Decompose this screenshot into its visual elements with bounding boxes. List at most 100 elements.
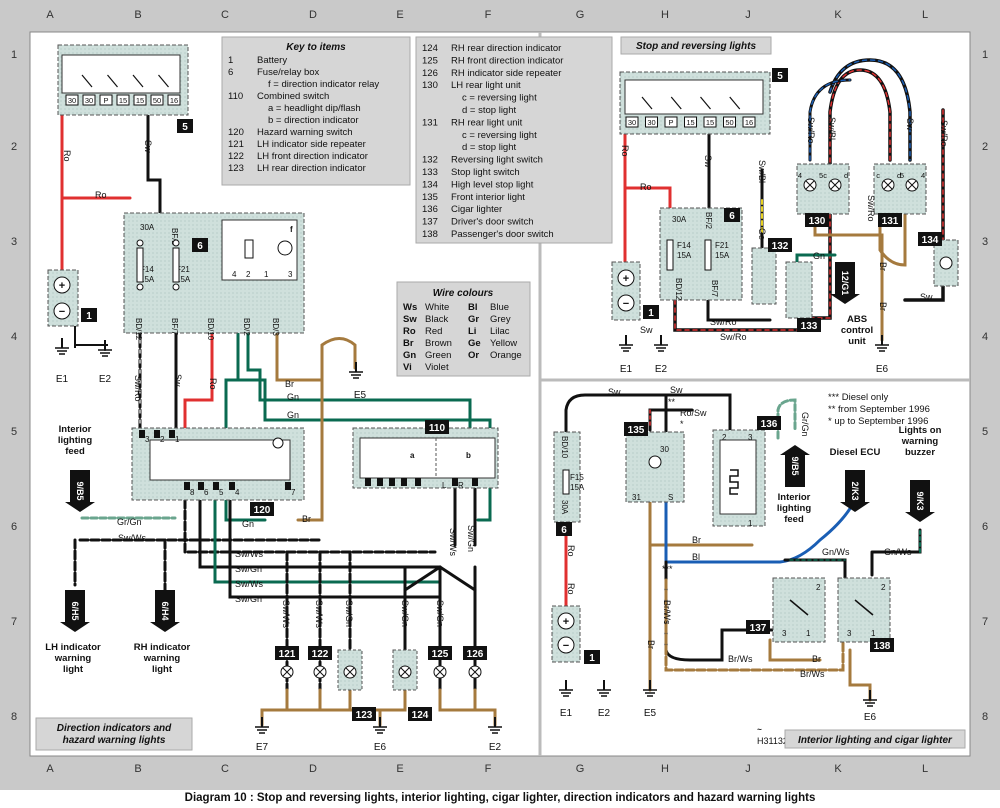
drivers-door-switch — [772, 577, 826, 643]
component-badge-132 — [768, 238, 792, 252]
component-label-1a: 1 — [86, 311, 92, 322]
component-badge-1a — [81, 308, 97, 322]
panel-label-stop-reversing: Stop and reversing lights — [636, 41, 756, 52]
connector-label: BD/10 — [560, 436, 569, 459]
component-label-6b: 6 — [729, 211, 735, 222]
wire-label-v-swws1: Sw/Ws — [448, 528, 458, 556]
terminal — [184, 482, 190, 490]
grid-row-right-3: 3 — [982, 236, 988, 248]
terminal-label: 50 — [153, 96, 161, 105]
switch-contact — [729, 96, 741, 110]
note-1: *** Diesel only — [828, 392, 888, 403]
wire-label-ge: Ge — [757, 228, 767, 240]
key-item-label: LH front direction indicator — [257, 151, 368, 162]
component-label-5a: 5 — [182, 122, 188, 133]
terminal — [229, 482, 235, 490]
fuse-terminal — [172, 283, 180, 291]
component-badge-124 — [408, 707, 432, 721]
component-label-124: 124 — [412, 710, 429, 721]
pin-label: 31 — [632, 493, 641, 502]
key-item-number: 6 — [228, 67, 233, 78]
wire-colours-title: Wire colours — [433, 288, 494, 299]
terminal — [389, 478, 395, 486]
terminal — [684, 116, 697, 128]
terminal-label: 15 — [706, 118, 714, 127]
grid-col-bottom-c: C — [221, 763, 229, 775]
key-item-label: Combined switch — [257, 91, 329, 102]
terminal — [116, 94, 130, 106]
arrow-icon-interior-feed-right — [780, 445, 810, 487]
stop-light-switch — [785, 261, 813, 319]
component-badge-120 — [250, 502, 274, 516]
arrow-label-buzzer: Lights on — [899, 425, 942, 436]
terminal-label: 30 — [628, 118, 636, 127]
panel-label-box-direction — [35, 717, 193, 751]
hazard-pin: 5 — [219, 488, 224, 497]
wire-name: Lilac — [490, 326, 510, 337]
wire-label-ro6: Ro — [566, 545, 576, 557]
connector-label: BD/3 — [271, 318, 280, 336]
switch-contact — [641, 96, 653, 110]
panel-label-box-stop — [620, 36, 772, 55]
component-label-6c: 6 — [561, 525, 567, 536]
bulb-filament — [315, 667, 325, 677]
note-3: * up to September 1996 — [828, 416, 928, 427]
arrow-label-interior-feed-right: lighting — [777, 503, 811, 514]
terminal — [65, 94, 79, 106]
component-label-134: 134 — [922, 235, 939, 246]
terminal-label: P — [668, 118, 673, 127]
earth-label-E6b: E6 — [876, 364, 889, 375]
arrow-icon-diesel-ecu — [840, 470, 870, 512]
key-item-number: 124 — [422, 43, 438, 54]
hazard-switch-body — [149, 439, 291, 481]
earth-label-E6c: E6 — [864, 712, 877, 723]
battery-3-plus-icon — [557, 612, 575, 630]
key-item-label: Cigar lighter — [451, 204, 502, 215]
rear-pin: d — [897, 171, 901, 180]
component-label-131: 131 — [882, 216, 899, 227]
direction-label-line2: hazard warning lights — [63, 735, 166, 746]
component-badge-6b — [724, 208, 740, 222]
hazard-lamp-icon — [272, 437, 284, 449]
grid-col-bottom-a: A — [46, 763, 54, 775]
arrow-label-abs: ABS — [847, 314, 867, 325]
key-item-label: Fuse/relay box — [257, 67, 320, 78]
grid-row-5: 5 — [11, 426, 17, 438]
component-label-125: 125 — [432, 649, 449, 660]
component-badge-6a — [192, 238, 208, 252]
switch-contact — [789, 599, 809, 616]
grid-col-g: G — [576, 9, 585, 21]
high-level-lamp-icon — [939, 256, 953, 270]
grid-col-bottom-e: E — [396, 763, 403, 775]
grid-col-bottom-d: D — [309, 763, 317, 775]
key-item-label: Driver's door switch — [451, 217, 534, 228]
wire-name: Yellow — [490, 338, 517, 349]
grid-col-c: C — [221, 9, 229, 21]
arrow-icon-interior-feed-left — [65, 470, 95, 512]
fuse-label: 15A — [140, 275, 155, 284]
rear-pin: d — [844, 171, 848, 180]
component-label-6a: 6 — [197, 241, 203, 252]
battery-plus-icon — [53, 276, 71, 294]
wire-label-swbl2: Sw/Bl — [827, 117, 837, 140]
battery-3-minus-icon — [557, 636, 575, 654]
wire-label-ro2: Ro — [95, 190, 107, 200]
component-label-130: 130 — [809, 216, 826, 227]
component-badge-6c — [556, 522, 572, 536]
rear-pin: 4 — [921, 171, 925, 180]
component-badge-131 — [878, 213, 902, 227]
left-wires — [60, 108, 497, 727]
terminal-label: 30 — [68, 96, 76, 105]
grid-row-right-5: 5 — [982, 426, 988, 438]
arrow-label-rh-warning: light — [152, 664, 173, 675]
key-item-number: 110 — [228, 91, 243, 102]
wire-label-sw2: Sw — [173, 374, 183, 387]
arrow-icon-lh-warning — [60, 590, 90, 632]
terminal-label: 30 — [647, 118, 655, 127]
terminal-label: P — [103, 96, 108, 105]
key-item-label: b = direction indicator — [268, 115, 359, 126]
